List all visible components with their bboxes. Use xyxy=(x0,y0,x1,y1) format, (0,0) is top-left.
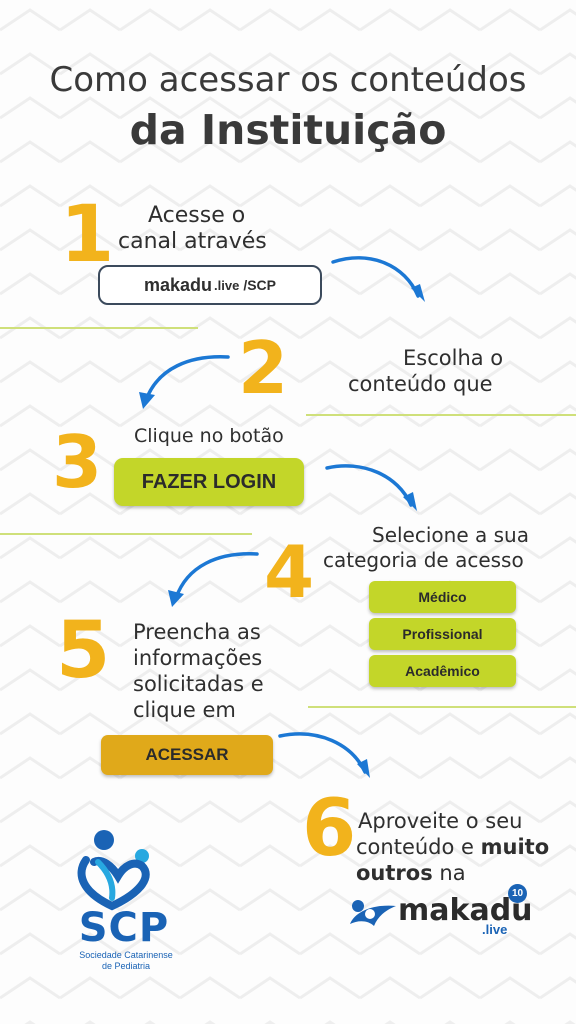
step2-text-line2: conteúdo que xyxy=(348,372,493,396)
scp-subtitle-line2: de Pediatria xyxy=(101,961,151,971)
step5-text-line3: solicitadas e xyxy=(133,672,264,696)
step6-text-line3: outros na xyxy=(356,860,466,886)
step2-text-line1: Escolha o xyxy=(403,346,504,370)
category-academico-button[interactable]: Acadêmico xyxy=(369,655,516,687)
step6-text-line1: Aproveite o seu xyxy=(358,809,523,833)
page-title-line2: da Instituição xyxy=(129,106,447,154)
scp-subtitle: Sociedade Catarinense de Pediatria xyxy=(62,950,190,972)
step-number-2: 2 xyxy=(238,326,289,410)
step6-text-line2a: conteúdo e xyxy=(356,835,481,859)
makadu-logo-suffix: .live xyxy=(482,922,508,937)
arrow-head-icon xyxy=(411,284,425,302)
step3-text: Clique no botão xyxy=(134,425,284,447)
divider-line xyxy=(0,533,252,535)
fazer-login-button[interactable]: FAZER LOGIN xyxy=(114,458,304,506)
makadu-anniversary-badge: 10 xyxy=(508,884,527,903)
arrow-icon xyxy=(174,552,259,600)
step6-text-line3a: outros xyxy=(356,861,433,885)
url-path: /SCP xyxy=(243,277,276,293)
step-number-6: 6 xyxy=(302,784,357,874)
step1-text-line2: canal através xyxy=(118,229,267,254)
step4-text-line2: categoria de acesso xyxy=(323,548,524,572)
url-brand: makadu xyxy=(143,274,213,295)
category-profissional-button[interactable]: Profissional xyxy=(369,618,516,650)
step5-text-line1: Preencha as xyxy=(133,620,261,644)
step-number-3: 3 xyxy=(52,420,103,504)
step5-text-line4: clique em xyxy=(133,698,236,722)
arrow-icon xyxy=(144,355,230,402)
step-number-5: 5 xyxy=(56,606,111,696)
step6-text-line2: conteúdo e muito xyxy=(356,834,549,860)
arrow-head-icon xyxy=(403,492,417,511)
step6-text-line2b: muito xyxy=(480,835,550,859)
step-number-4: 4 xyxy=(264,530,315,614)
arrow-icon xyxy=(278,732,367,774)
channel-url-box[interactable]: makadu .live /SCP xyxy=(98,265,322,305)
scp-heart-logo-icon xyxy=(77,830,150,911)
step5-text-line2: informações xyxy=(133,646,263,670)
arrow-icon xyxy=(331,256,420,298)
step-number-1: 1 xyxy=(60,190,115,280)
step1-text-line1: Acesse o xyxy=(148,203,246,228)
arrow-head-icon xyxy=(139,392,155,409)
scp-subtitle-line1: Sociedade Catarinense xyxy=(79,950,173,960)
category-medico-button[interactable]: Médico xyxy=(369,581,516,613)
url-tld: .live xyxy=(214,277,240,293)
arrow-head-icon xyxy=(357,759,370,778)
arrow-icon xyxy=(325,464,413,507)
divider-line xyxy=(306,414,576,416)
makadu-figure-logo-icon xyxy=(350,900,396,926)
divider-line xyxy=(0,327,198,329)
divider-line xyxy=(308,706,576,708)
scp-logo-text: SCP xyxy=(78,905,170,951)
page-title-line1: Como acessar os conteúdos xyxy=(49,60,527,100)
step4-text-line1: Selecione a sua xyxy=(372,523,529,547)
step6-text-line3b: na xyxy=(432,861,466,885)
arrow-head-icon xyxy=(168,590,184,607)
acessar-button[interactable]: ACESSAR xyxy=(101,735,273,775)
